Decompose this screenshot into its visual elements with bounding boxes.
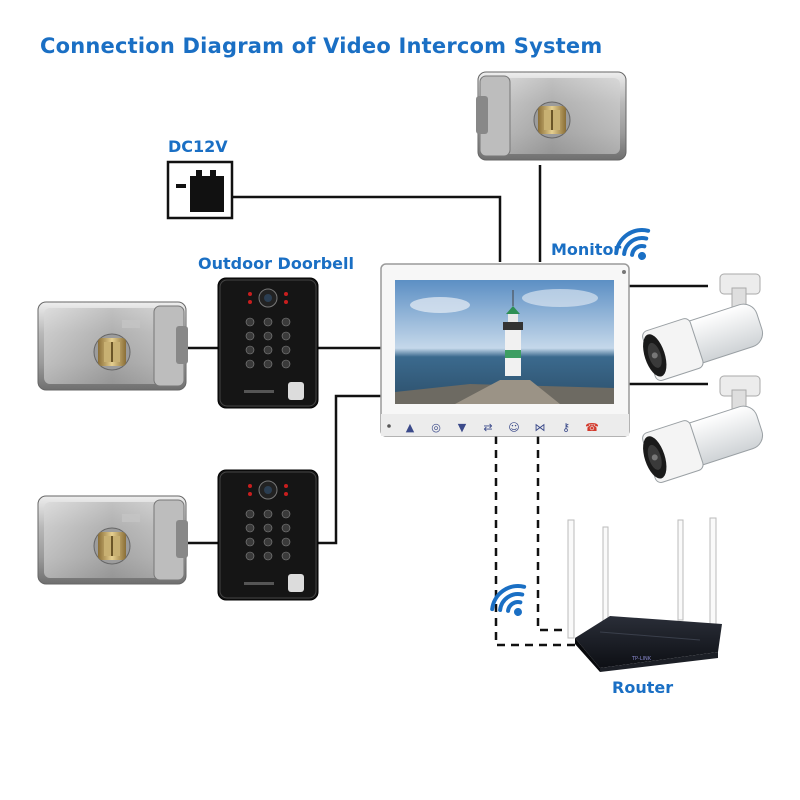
keypad-key	[245, 345, 255, 355]
svg-text:TP-LINK: TP-LINK	[631, 656, 652, 662]
keypad-key	[263, 331, 273, 341]
doorbell-1	[217, 277, 319, 409]
router-wifi-icon	[490, 584, 527, 616]
keypad-key	[263, 537, 273, 547]
network-wires	[494, 436, 575, 647]
keypad-key	[245, 551, 255, 561]
key-icon: ⚷	[562, 421, 570, 434]
speaker-grille	[244, 390, 274, 393]
keypad-key	[245, 537, 255, 547]
keypad-key	[245, 359, 255, 369]
speaker-grille	[244, 582, 274, 585]
keypad-key	[281, 331, 291, 341]
down-icon: ▼	[458, 421, 467, 434]
keypad-key	[263, 551, 273, 561]
monitor-button-row: ▲ ◎ ▼ ⇄ ☺ ⋈ ⚷ ☎	[406, 421, 599, 434]
camera-2	[636, 375, 768, 486]
keypad-key	[245, 317, 255, 327]
lock-2	[37, 495, 189, 585]
lock-1	[37, 301, 189, 391]
call-button	[288, 382, 304, 400]
monitor-label: Monitor	[551, 240, 622, 259]
user-icon: ☺	[508, 421, 519, 434]
keypad	[244, 509, 304, 592]
router-label: Router	[612, 678, 674, 697]
keypad-key	[263, 523, 273, 533]
power-outlet	[166, 160, 234, 220]
router: TP-LINK	[567, 517, 722, 672]
keypad-key	[245, 331, 255, 341]
wires	[188, 165, 708, 545]
top-lock	[476, 71, 627, 161]
power-label: DC12V	[168, 137, 228, 156]
keypad-key	[263, 509, 273, 519]
page-title: Connection Diagram of Video Intercom Sys…	[40, 34, 603, 58]
keypad-key	[281, 551, 291, 561]
up-icon: ▲	[406, 421, 415, 434]
monitor-wifi-icon	[614, 228, 651, 260]
gate-icon: ⋈	[535, 421, 546, 434]
home-icon: ◎	[431, 421, 441, 434]
doorbell-label: Outdoor Doorbell	[198, 254, 354, 273]
keypad-key	[281, 359, 291, 369]
keypad-key	[281, 317, 291, 327]
transfer-icon: ⇄	[483, 421, 492, 434]
doorbell-2	[217, 469, 319, 601]
keypad-key	[245, 523, 255, 533]
call-button	[288, 574, 304, 592]
keypad-key	[245, 509, 255, 519]
keypad-key	[281, 345, 291, 355]
monitor: ▲ ◎ ▼ ⇄ ☺ ⋈ ⚷ ☎	[380, 263, 630, 437]
keypad-key	[281, 537, 291, 547]
keypad-key	[281, 509, 291, 519]
keypad-key	[263, 345, 273, 355]
keypad-key	[281, 523, 291, 533]
keypad	[244, 317, 304, 400]
hangup-icon: ☎	[585, 421, 599, 434]
camera-1	[636, 273, 768, 384]
keypad-key	[263, 317, 273, 327]
keypad-key	[263, 359, 273, 369]
